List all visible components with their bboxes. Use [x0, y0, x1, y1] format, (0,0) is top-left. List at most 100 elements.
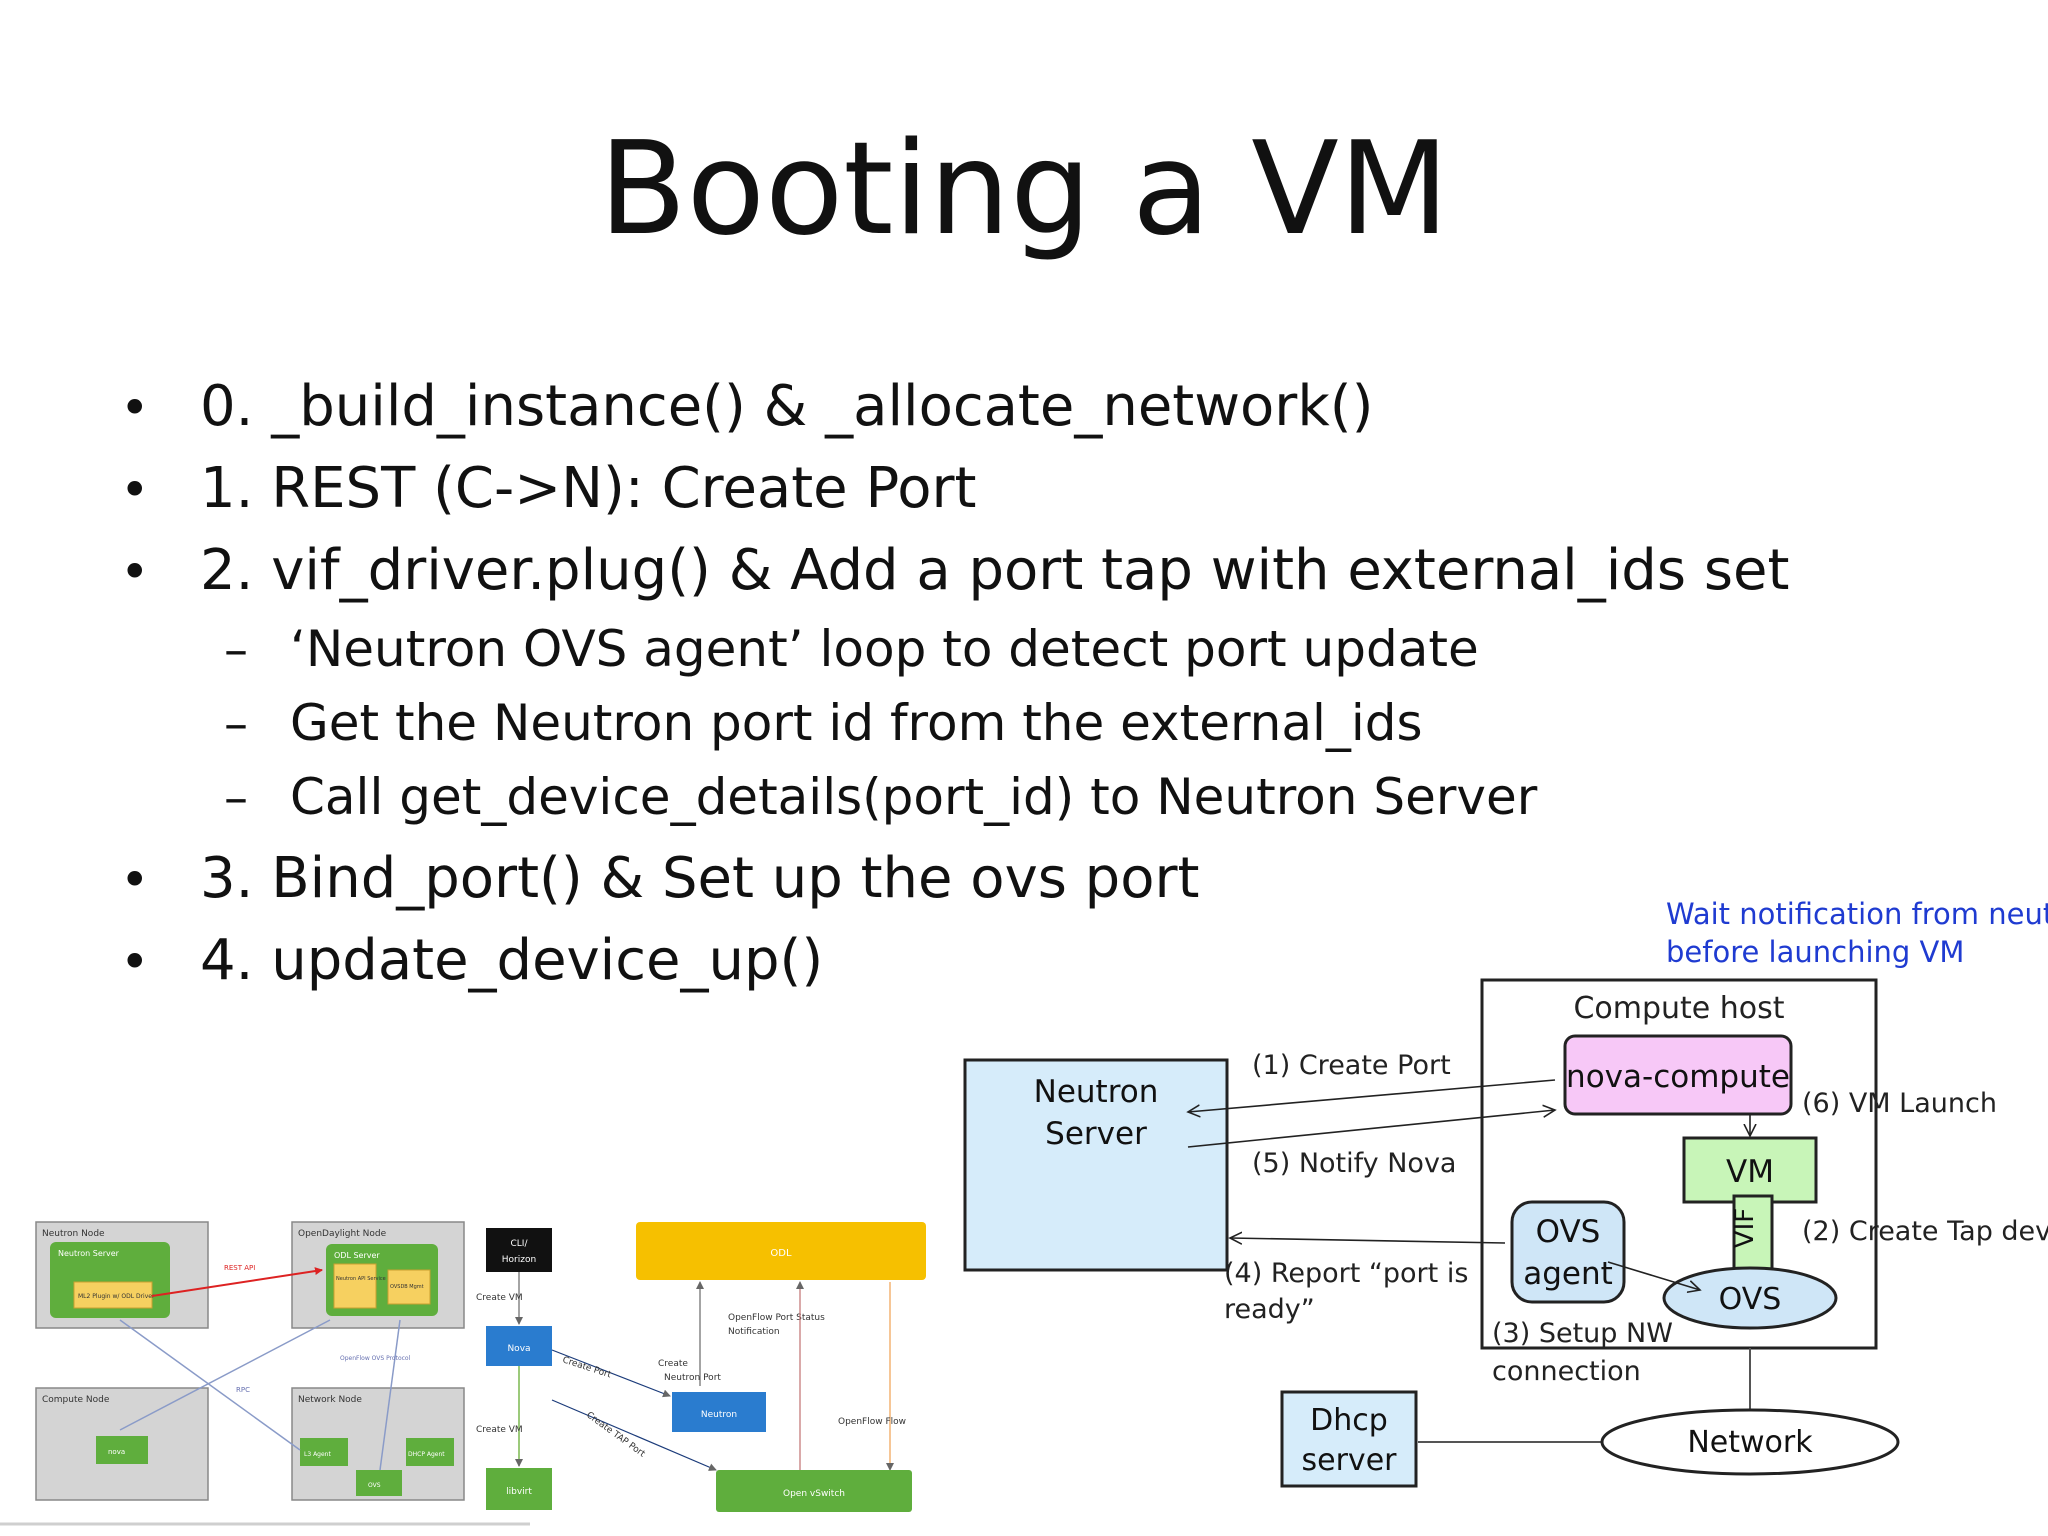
openflow-port-status-2: Notification: [728, 1327, 780, 1337]
ovsdb-mgmt-box: [387, 1269, 431, 1305]
create-port-thumb-arrow: [551, 1349, 671, 1398]
step3-label-2: connection: [1492, 1356, 1641, 1387]
bullet-marker: •: [120, 933, 150, 991]
notify-nova-arrow: [1187, 1110, 1555, 1148]
openflow-flow-label: OpenFlow Flow: [838, 1417, 906, 1427]
vif-box: [1732, 1194, 1774, 1282]
odl-server-label: ODL Server: [334, 1251, 380, 1260]
create-port-arrow: [1188, 1079, 1556, 1112]
cli-horizon-box: [486, 1228, 552, 1272]
dhcp-server-box: [1280, 1390, 1418, 1488]
create-port-thumb-label: Create Port: [561, 1355, 613, 1380]
create-neutron-port-2: Neutron Port: [664, 1373, 721, 1383]
bullet-marker: •: [120, 379, 150, 437]
sub-bullet-item: – Get the Neutron port id from the exter…: [224, 694, 1423, 752]
l3-agent-box: [300, 1438, 348, 1466]
create-tap-label: Create TAP Port: [584, 1410, 647, 1459]
bullet-item: • 3. Bind_port() & Set up the ovs port: [120, 846, 1199, 911]
bullet-marker: •: [120, 543, 150, 601]
odl-box: [636, 1222, 926, 1280]
ovs-thumb-label: OVS: [368, 1482, 381, 1489]
nova-label: Nova: [507, 1344, 530, 1354]
sub-bullet-text: Get the Neutron port id from the externa…: [290, 694, 1423, 752]
note-line-1: Wait notification from neutron: [1666, 897, 2048, 931]
ml2-plugin-box: [73, 1281, 153, 1309]
ovs-agent-box: [1510, 1200, 1626, 1304]
bullet-text: 3. Bind_port() & Set up the ovs port: [200, 846, 1200, 911]
create-vm-label-1: Create VM: [476, 1293, 523, 1303]
ovs-thumb-box: [356, 1470, 402, 1496]
ml2-plugin-label: ML2 Plugin w/ ODL Driver: [78, 1293, 155, 1300]
bullet-marker: •: [120, 851, 150, 909]
create-vm-label-2: Create VM: [476, 1425, 523, 1435]
libvirt-box: [486, 1468, 552, 1510]
sub-bullet-marker: –: [224, 622, 248, 678]
neutron-server-label-1: Neutron: [1034, 1074, 1159, 1110]
bullet-item: • 0. _build_instance() & _allocate_netwo…: [120, 374, 1373, 439]
rpc-line-1: [119, 1319, 301, 1451]
bullet-text: 4. update_device_up(): [200, 928, 824, 993]
compute-host-label: Compute host: [1573, 991, 1784, 1026]
cli-horizon-label-2: Horizon: [502, 1255, 536, 1265]
nova-box: [486, 1326, 552, 1366]
sub-bullet-marker: –: [224, 770, 248, 826]
vif-label: VIF: [1730, 1208, 1760, 1248]
nova-compute-box: [1563, 1034, 1793, 1116]
dhcp-agent-box: [406, 1438, 454, 1466]
neutron-server-label-2: Server: [1045, 1116, 1147, 1152]
opendaylight-node-label: OpenDaylight Node: [298, 1229, 387, 1239]
setup-nw-arrow: [1607, 1261, 1700, 1290]
ovs-label: OVS: [1719, 1282, 1782, 1317]
cli-horizon-label-1: CLI/: [511, 1239, 529, 1249]
dhcp-agent-label: DHCP Agent: [408, 1451, 445, 1458]
l3-agent-label: L3 Agent: [304, 1451, 331, 1458]
compute-host-box: [1480, 978, 1878, 1350]
neutron-service-box: [333, 1263, 377, 1309]
dhcp-label-1: Dhcp: [1310, 1403, 1388, 1438]
vm-box: [1682, 1136, 1818, 1204]
network-node-label: Network Node: [298, 1395, 362, 1405]
sub-bullet-item: – Call get_device_details(port_id) to Ne…: [224, 768, 1537, 826]
report-port-ready-arrow: [1230, 1238, 1506, 1243]
step3-label-1: (3) Setup NW: [1492, 1318, 1673, 1349]
open-vswitch-box: [716, 1470, 912, 1512]
sub-bullet-item: – ‘Neutron OVS agent’ loop to detect por…: [224, 620, 1479, 678]
step4-label-2: ready”: [1224, 1294, 1315, 1325]
rpc-line-3: [379, 1319, 401, 1471]
bullet-text: 2. vif_driver.plug() & Add a port tap wi…: [200, 538, 1790, 603]
openflow-ovsdb-label: OpenFlow OVS Protocol: [340, 1355, 411, 1362]
bullet-text: 1. REST (C->N): Create Port: [200, 456, 977, 521]
neutron-server-thumb-label: Neutron Server: [58, 1249, 120, 1258]
bullet-item: • 2. vif_driver.plug() & Add a port tap …: [120, 538, 1789, 603]
ovsdb-mgmt-label: OVSDB Mgmt: [390, 1284, 424, 1290]
ovs-ellipse: [1662, 1266, 1838, 1330]
step6-label: (6) VM Launch: [1802, 1088, 1997, 1119]
neutron-label: Neutron: [701, 1410, 737, 1420]
sub-bullet-text: Call get_device_details(port_id) to Neut…: [290, 768, 1538, 826]
bullet-item: • 4. update_device_up(): [120, 928, 823, 993]
ovs-agent-label-2: agent: [1523, 1256, 1613, 1292]
network-label: Network: [1687, 1425, 1813, 1460]
compute-node-label: Compute Node: [42, 1395, 110, 1405]
bullet-item: • 1. REST (C->N): Create Port: [120, 456, 976, 521]
neutron-node-label: Neutron Node: [42, 1229, 105, 1239]
step4-label-1: (4) Report “port is: [1224, 1258, 1468, 1289]
step2-label: (2) Create Tap device: [1802, 1216, 2048, 1247]
step1-label: (1) Create Port: [1252, 1050, 1451, 1081]
odl-label: ODL: [770, 1248, 792, 1259]
neutron-server-box: [963, 1058, 1229, 1272]
compute-thumb-box: [96, 1436, 148, 1464]
network-ellipse: [1600, 1408, 1900, 1476]
note-line-2: before launching VM: [1666, 935, 1964, 969]
neutron-service-label: Neutron API Service: [336, 1276, 386, 1282]
nova-compute-label: nova-compute: [1566, 1059, 1790, 1095]
bullet-marker: •: [120, 461, 150, 519]
step5-label: (5) Notify Nova: [1252, 1148, 1456, 1179]
neutron-box: [672, 1392, 766, 1432]
rest-api-label: REST API: [224, 1264, 255, 1272]
dhcp-label-2: server: [1302, 1443, 1398, 1478]
bullet-text: 0. _build_instance() & _allocate_network…: [200, 374, 1374, 439]
openflow-port-status-1: OpenFlow Port Status: [728, 1313, 825, 1323]
